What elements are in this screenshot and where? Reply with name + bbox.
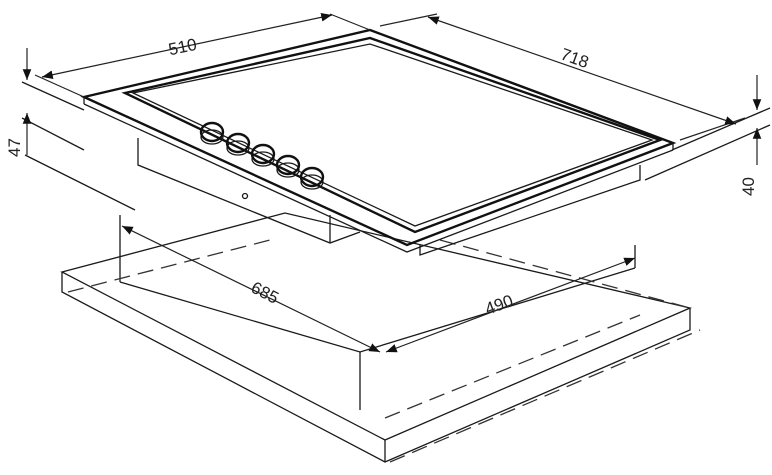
knob-5: [299, 166, 325, 190]
control-knobs: [199, 121, 325, 190]
label-718: 718: [558, 45, 591, 73]
label-40: 40: [739, 177, 758, 196]
dimension-47: 47: [5, 48, 32, 157]
knob-2: [225, 132, 251, 156]
dimension-718: 718: [379, 13, 746, 141]
knob-1: [199, 121, 225, 145]
knob-4: [275, 154, 301, 178]
countertop-lines: [21, 81, 771, 211]
knob-3: [250, 143, 276, 167]
dimension-685: 685: [121, 225, 381, 353]
dimension-40: 40: [739, 75, 762, 196]
cutout-slab: [60, 212, 701, 463]
dimension-510: 510: [34, 13, 371, 98]
label-510: 510: [167, 35, 199, 59]
label-490: 490: [482, 291, 515, 319]
label-47: 47: [5, 138, 24, 157]
label-685: 685: [248, 278, 282, 308]
dimension-490: 490: [385, 257, 636, 353]
